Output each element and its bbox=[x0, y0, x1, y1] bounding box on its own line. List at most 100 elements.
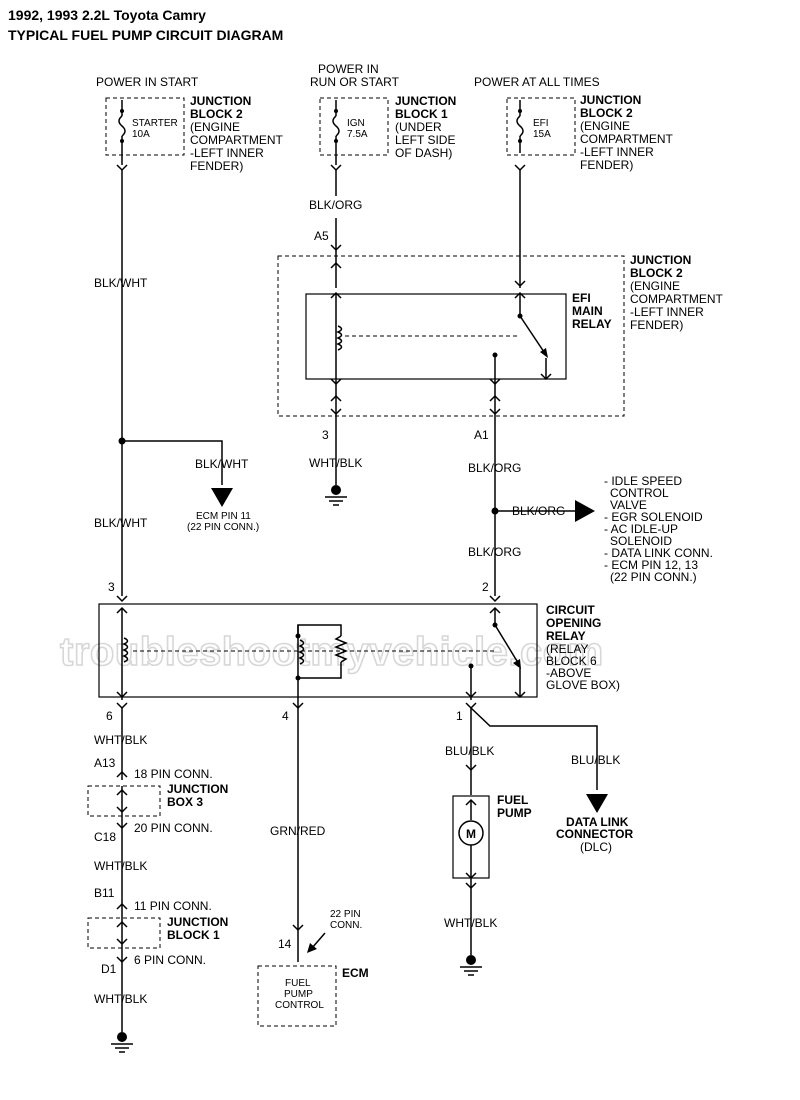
svg-text:SOLENOID: SOLENOID bbox=[610, 534, 672, 548]
ecm-box-line-2: PUMP bbox=[284, 989, 313, 1000]
wire-grn-red bbox=[292, 700, 304, 962]
svg-text:BLOCK 1: BLOCK 1 bbox=[395, 107, 448, 121]
ecm-pin11-arrow bbox=[211, 488, 233, 507]
power-all-times-label: POWER AT ALL TIMES bbox=[474, 75, 600, 89]
pin-6-label: 6 bbox=[106, 709, 113, 723]
pin-a13-label: A13 bbox=[94, 756, 116, 770]
svg-text:JUNCTION: JUNCTION bbox=[167, 782, 228, 796]
svg-text:LEFT SIDE: LEFT SIDE bbox=[395, 133, 455, 147]
svg-text:-ABOVE: -ABOVE bbox=[546, 666, 591, 680]
pin-b11-label: B11 bbox=[94, 886, 115, 900]
starter-fuse-box bbox=[105, 97, 185, 156]
header-line-1: 1992, 1993 2.2L Toyota Camry bbox=[8, 7, 206, 23]
efi-fuse-icon bbox=[516, 100, 524, 153]
ecm-22pin-label-1: 22 PIN bbox=[330, 909, 361, 920]
ecm-label: ECM bbox=[342, 966, 369, 980]
starter-fuse-icon bbox=[118, 100, 126, 153]
blk-org-label-top: BLK/ORG bbox=[309, 198, 362, 212]
svg-text:BLOCK 1: BLOCK 1 bbox=[167, 928, 220, 942]
jb2-efi-label: JUNCTION BLOCK 2 (ENGINE COMPARTMENT -LE… bbox=[580, 93, 674, 172]
svg-text:CIRCUIT: CIRCUIT bbox=[546, 603, 595, 617]
svg-text:(ENGINE: (ENGINE bbox=[190, 120, 240, 134]
pin-1-label: 1 bbox=[456, 709, 463, 723]
svg-text:OPENING: OPENING bbox=[546, 616, 601, 630]
fuel-pump-motor-letter: M bbox=[466, 827, 476, 841]
ign-fuse-amp: 7.5A bbox=[347, 129, 368, 140]
svg-text:- EGR SOLENOID: - EGR SOLENOID bbox=[604, 510, 703, 524]
svg-text:FENDER): FENDER) bbox=[630, 318, 683, 332]
grn-red-label: GRN/RED bbox=[270, 824, 326, 838]
svg-text:FENDER): FENDER) bbox=[190, 159, 243, 173]
blk-org-a1-label: BLK/ORG bbox=[468, 461, 521, 475]
svg-text:JUNCTION: JUNCTION bbox=[395, 94, 456, 108]
dlc-arrow bbox=[586, 794, 608, 813]
jb1-bottom-box bbox=[87, 917, 161, 949]
jb2-top-label: JUNCTION BLOCK 2 (ENGINE COMPARTMENT -LE… bbox=[190, 94, 284, 173]
svg-text:-LEFT INNER: -LEFT INNER bbox=[580, 145, 654, 159]
wire-blk-org-ign bbox=[330, 153, 342, 299]
circuit-opening-relay-label: CIRCUIT OPENING RELAY (RELAY BLOCK 6 -AB… bbox=[546, 603, 620, 692]
svg-text:(22 PIN CONN.): (22 PIN CONN.) bbox=[610, 570, 697, 584]
ecm-pin11-label-2: (22 PIN CONN.) bbox=[187, 522, 259, 533]
jb1-top-label: JUNCTION BLOCK 1 (UNDER LEFT SIDE OF DAS… bbox=[395, 94, 456, 160]
svg-text:JUNCTION: JUNCTION bbox=[190, 94, 251, 108]
ground-icon-pump bbox=[459, 954, 483, 976]
svg-text:CONNECTOR: CONNECTOR bbox=[556, 827, 633, 841]
b11-conn-label: 11 PIN CONN. bbox=[134, 899, 212, 913]
efi-relay-switch-icon bbox=[492, 164, 552, 384]
ecm-box-line-3: CONTROL bbox=[275, 1000, 324, 1011]
cor-switch-icon bbox=[465, 607, 526, 700]
wire-wht-blk-pin6 bbox=[116, 691, 128, 780]
efi-main-relay-box bbox=[305, 293, 567, 380]
svg-text:-LEFT INNER: -LEFT INNER bbox=[630, 305, 704, 319]
svg-text:GLOVE BOX): GLOVE BOX) bbox=[546, 678, 620, 692]
header-line-2: TYPICAL FUEL PUMP CIRCUIT DIAGRAM bbox=[8, 27, 283, 43]
pin-a1-label: A1 bbox=[474, 428, 489, 442]
efi-relay-junction-box bbox=[277, 255, 625, 417]
wire-ecm-pin11-branch bbox=[122, 440, 223, 485]
svg-text:RELAY: RELAY bbox=[546, 629, 586, 643]
pin-a5-label: A5 bbox=[314, 229, 329, 243]
pin-3-efi-label: 3 bbox=[322, 428, 329, 442]
power-run-start-label-1: POWER IN bbox=[318, 62, 379, 76]
svg-text:FUEL: FUEL bbox=[497, 793, 528, 807]
svg-text:COMPARTMENT: COMPARTMENT bbox=[190, 133, 284, 147]
blk-wht-label-3: BLK/WHT bbox=[94, 516, 148, 530]
wht-blk-6-label: WHT/BLK bbox=[94, 733, 147, 747]
power-run-start-label-2: RUN OR START bbox=[310, 75, 400, 89]
c18-conn-label: 20 PIN CONN. bbox=[134, 821, 213, 835]
jb3-label: JUNCTION BOX 3 bbox=[167, 782, 228, 809]
wht-blk-c18-label: WHT/BLK bbox=[94, 859, 147, 873]
blk-wht-label-2: BLK/WHT bbox=[195, 457, 249, 471]
blk-wht-label-1: BLK/WHT bbox=[94, 276, 148, 290]
blk-org-branch-label: BLK/ORG bbox=[512, 504, 565, 518]
blk-org-2-label: BLK/ORG bbox=[468, 545, 521, 559]
svg-text:OF DASH): OF DASH) bbox=[395, 146, 452, 160]
wht-blk-d1-label: WHT/BLK bbox=[94, 992, 147, 1006]
cor-coil-2-icon bbox=[295, 624, 349, 700]
svg-text:MAIN: MAIN bbox=[572, 304, 603, 318]
ecm-pin11-label-1: ECM PIN 11 bbox=[196, 511, 251, 522]
svg-text:BLOCK 2: BLOCK 2 bbox=[190, 107, 243, 121]
starter-fuse-amp: 10A bbox=[132, 129, 150, 140]
svg-text:BLOCK 2: BLOCK 2 bbox=[580, 106, 633, 120]
blu-blk-pump-label: BLU/BLK bbox=[445, 744, 494, 758]
svg-text:JUNCTION: JUNCTION bbox=[580, 93, 641, 107]
svg-text:RELAY: RELAY bbox=[572, 317, 612, 331]
cor-coil-1-icon bbox=[116, 607, 495, 700]
ground-icon-left bbox=[110, 1031, 134, 1053]
jb1-bottom-label: JUNCTION BLOCK 1 bbox=[167, 915, 228, 942]
efi-relay-coil-icon bbox=[335, 293, 520, 384]
ecm-box bbox=[257, 965, 337, 1027]
svg-text:(RELAY: (RELAY bbox=[546, 642, 588, 656]
efi-fuse-name: EFI bbox=[533, 118, 549, 129]
pin-d1-label: D1 bbox=[101, 962, 117, 976]
pin-2-cor-label: 2 bbox=[482, 580, 489, 594]
d1-conn-label: 6 PIN CONN. bbox=[134, 953, 206, 967]
wht-blk-ground-label: WHT/BLK bbox=[309, 456, 362, 470]
svg-text:- DATA LINK CONN.: - DATA LINK CONN. bbox=[604, 546, 713, 560]
wire-blk-wht bbox=[116, 153, 128, 602]
starter-fuse-name: STARTER bbox=[132, 118, 178, 129]
power-start-label: POWER IN START bbox=[96, 75, 199, 89]
